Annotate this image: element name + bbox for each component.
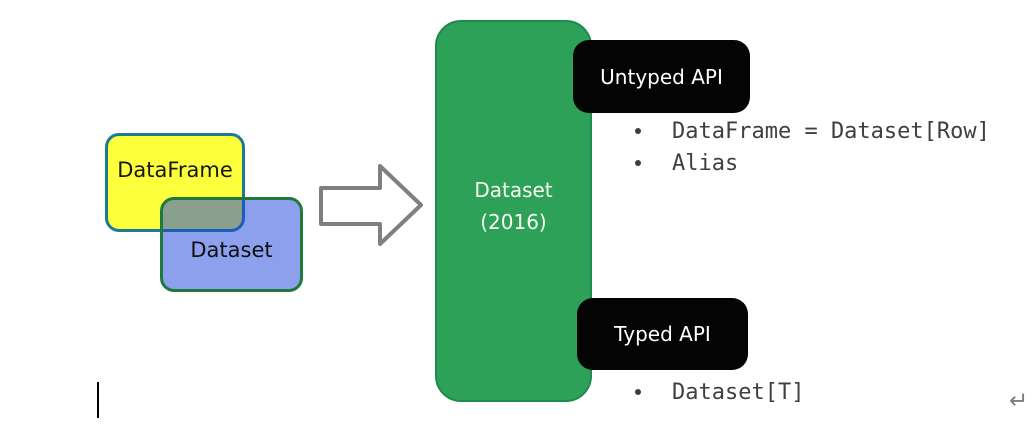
bullet-icon — [635, 128, 641, 134]
result-dataset-box: Dataset (2016) — [435, 20, 592, 402]
list-item: Dataset[T] — [635, 376, 804, 408]
result-dataset-line2: (2016) — [480, 210, 547, 234]
venn-dataset-label: Dataset — [190, 238, 273, 262]
bullet-icon — [635, 160, 641, 166]
result-dataset-label: Dataset (2016) — [437, 174, 590, 238]
venn-dataset-box: Dataset — [160, 197, 303, 292]
code-text: Dataset[T] — [672, 379, 805, 405]
typed-api-badge: Typed API — [577, 298, 748, 370]
untyped-api-title: Untyped API — [600, 64, 723, 89]
untyped-api-bullet-list: DataFrame = Dataset[Row] Alias — [635, 115, 990, 179]
code-text: Alias — [672, 150, 739, 176]
untyped-api-badge: Untyped API — [573, 40, 750, 113]
typed-api-bullet-list: Dataset[T] — [635, 376, 804, 408]
list-item: DataFrame = Dataset[Row] — [635, 115, 990, 147]
result-dataset-line1: Dataset — [474, 178, 553, 202]
code-text: DataFrame = Dataset[Row] — [672, 118, 990, 144]
right-block-arrow-icon — [319, 164, 423, 246]
typed-api-title: Typed API — [614, 322, 711, 346]
return-symbol-icon: ↵ — [1009, 388, 1029, 414]
venn-dataframe-label: DataFrame — [117, 158, 233, 182]
list-item: Alias — [635, 147, 990, 179]
bullet-icon — [635, 389, 641, 395]
text-cursor — [97, 382, 99, 418]
